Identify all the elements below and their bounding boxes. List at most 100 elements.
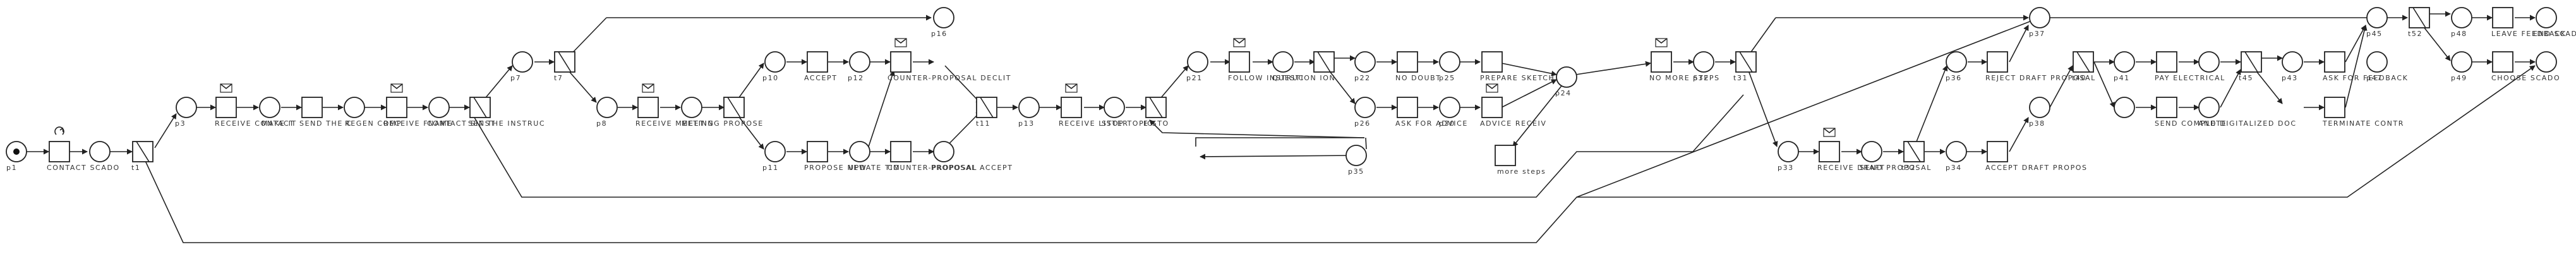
place-p11 — [764, 141, 786, 162]
label-advice-receive: ADVICE RECEIV — [1480, 119, 1547, 128]
label-ask-for-advice: ASK FOR ADVICE — [1395, 119, 1468, 128]
label-t45: t45 — [2239, 74, 2253, 82]
label-p24: p24 — [1555, 89, 1572, 97]
label-update-tim: UPDATE TIM — [848, 164, 900, 172]
label-p3: p3 — [175, 119, 186, 128]
label-reject-draft-proposal: REJECT DRAFT PROPOSAL — [1985, 74, 2096, 82]
transition-propose-new — [807, 141, 828, 162]
places — [6, 7, 2557, 166]
place-p7 — [512, 51, 533, 73]
token — [13, 148, 20, 155]
place-p30 — [1345, 145, 1367, 166]
label-p35: p35 — [1348, 167, 1364, 176]
transition-send-the-c — [301, 97, 323, 118]
label-more-steps: more steps — [1497, 167, 1546, 176]
arcs — [27, 11, 2536, 243]
transition-receive-meeting — [637, 97, 659, 118]
envelope-icon — [1823, 128, 1836, 137]
place-p25 — [1439, 51, 1460, 73]
label-receive-contact: RECEIVE CONTACT — [215, 119, 295, 128]
label-p10: p10 — [762, 74, 779, 82]
label-t11: t11 — [976, 119, 990, 128]
label-contact-sinst: CONTACT SINST — [427, 119, 496, 128]
label-prepare-sketch: PREPARE SKETCH — [1480, 74, 1555, 82]
place-p37 — [2029, 7, 2050, 28]
envelope-icon — [1486, 83, 1498, 93]
place-p24 — [1556, 66, 1577, 88]
label-p38: p38 — [2029, 119, 2045, 128]
label-p7: p7 — [510, 74, 521, 82]
transition-receive-draft — [1819, 141, 1840, 162]
place-p45 — [2366, 7, 2388, 28]
label-p47: p47 — [2366, 74, 2383, 82]
label-p32: p32 — [1693, 74, 1709, 82]
place-p3 — [176, 97, 197, 118]
label-p13: p13 — [1018, 119, 1035, 128]
label-end: END SCADO — [2533, 30, 2576, 38]
transition-advice-receive — [1481, 97, 1503, 118]
envelope-icons — [54, 38, 1836, 137]
label-counter-proposal-decline: COUNTER-PROPOSAL DECLIT — [888, 74, 1011, 82]
transition-reject-draft-proposal — [1987, 51, 2008, 73]
label-receive-draft: RECEIVE DRAFT — [1817, 164, 1885, 172]
label-t32: t32 — [1901, 164, 1916, 172]
transition-ask-for-feedback — [2324, 51, 2345, 73]
label-choose-scado: CHOOSE SCADO — [2491, 74, 2560, 82]
label-t52: t52 — [2408, 30, 2423, 38]
envelope-icon — [54, 126, 64, 135]
place-p21 — [1187, 51, 1208, 73]
place-p16 — [933, 7, 954, 28]
transition-send-complete — [2156, 97, 2177, 118]
label-p49: p49 — [2451, 74, 2467, 82]
label-reg-comp: REGEN COMP — [345, 119, 402, 128]
label-p45: p45 — [2366, 30, 2383, 38]
label-pay-electrical: PAY ELECTRICAL — [2155, 74, 2225, 82]
place-end — [2536, 7, 2557, 28]
label-send-complete: SEND COMPLETE — [2155, 119, 2227, 128]
label-receive-meeting: RECEIVE MEETING — [635, 119, 714, 128]
place-p26 — [1439, 97, 1460, 118]
label-proposal-accept: PROPOSAL ACCEPT — [931, 164, 1013, 172]
envelope-icon — [894, 38, 907, 47]
label-contact-scado: CONTACT SCADO — [47, 164, 120, 172]
place-p48 — [2451, 7, 2472, 28]
envelope-icon — [1233, 38, 1246, 47]
label-meeting-propose: MEETING PROPOSE — [682, 119, 764, 128]
label-p22: p22 — [1354, 74, 1371, 82]
place — [1104, 97, 1125, 118]
label-counter-proposal: COUNTER-PROPOSAL — [888, 164, 977, 172]
place-p23 — [1354, 97, 1376, 118]
envelope-icon — [642, 83, 654, 93]
transition-no-more-steps — [1651, 51, 1672, 73]
label-p37: p37 — [2029, 30, 2045, 38]
label-and-digitalized-doc: AND DIGITALIZED DOC — [2198, 119, 2297, 128]
transition-no-doubt — [1397, 51, 1418, 73]
place-p32 — [1693, 51, 1714, 73]
place — [89, 141, 111, 162]
label-e-sto: E STO — [1143, 119, 1169, 128]
transition-leave-feedback — [2492, 7, 2513, 28]
place — [2198, 97, 2220, 118]
transition-counter-proposal-decline — [890, 51, 912, 73]
transition-pay-electrical — [2156, 51, 2177, 73]
label-t31: t31 — [1733, 74, 1748, 82]
envelope-icon — [390, 83, 403, 93]
envelope-icon — [1065, 83, 1078, 93]
label-stop-topic: STOP TOPIC — [1102, 119, 1153, 128]
label-p48: p48 — [2451, 30, 2467, 38]
place-p33 — [1778, 141, 1799, 162]
place-p38 — [2029, 97, 2050, 118]
label-leave-feedback: LEAVE FEEDBACK — [2491, 30, 2567, 38]
place — [1861, 141, 1882, 162]
envelope-icon — [1655, 38, 1668, 47]
place-p43 — [2282, 51, 2303, 73]
label-question-ion: QUESTION ION — [1272, 74, 1335, 82]
label-propose-new: PROPOSE NEW — [804, 164, 867, 172]
label-p34: p34 — [1946, 164, 1962, 172]
label-p16: p16 — [931, 30, 948, 38]
transition-choose-scado — [2492, 51, 2513, 73]
place — [1272, 51, 1294, 73]
place-p41 — [2114, 51, 2135, 73]
place-p49 — [2451, 51, 2472, 73]
